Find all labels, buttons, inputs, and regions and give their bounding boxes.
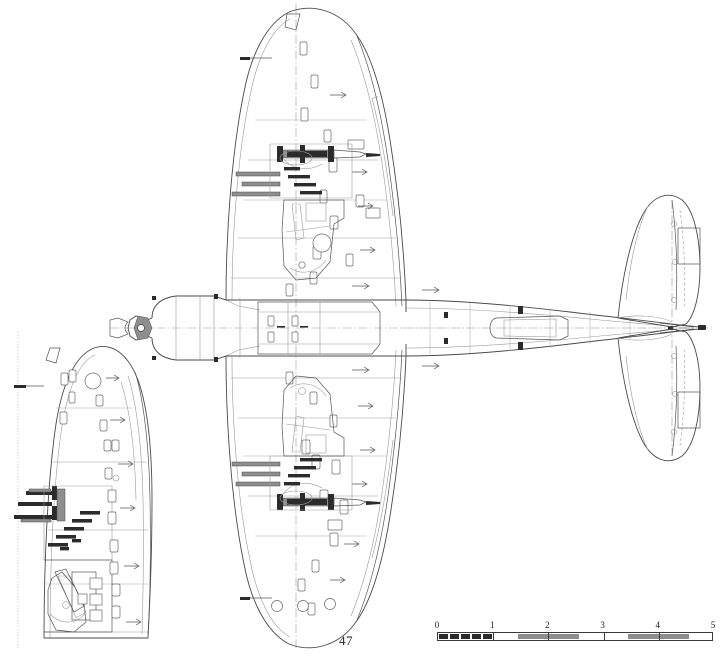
upper-wing-stencils xyxy=(330,91,376,290)
scale-subsegment xyxy=(439,634,448,639)
scale-segment xyxy=(628,634,659,639)
spinner xyxy=(109,315,153,341)
lower-wing-wheel-well xyxy=(281,375,345,457)
scale-tick xyxy=(658,633,660,640)
fuselage-stencils xyxy=(422,286,523,370)
scale-bar-body xyxy=(437,632,713,641)
scale-label-4: 4 xyxy=(655,620,661,630)
detail-wing-outline xyxy=(43,346,153,639)
page-number: 47 xyxy=(339,633,353,648)
scale-segment xyxy=(518,634,549,639)
detail-wing-panels xyxy=(14,369,134,482)
upper-wing-gun-installation xyxy=(231,143,380,199)
scale-segment xyxy=(658,634,690,639)
detail-wheel-well xyxy=(44,489,142,633)
scale-label-1: 1 xyxy=(489,620,495,630)
lower-wing-stencils xyxy=(330,366,376,584)
upper-wing-panels xyxy=(285,41,381,297)
scale-subsegment xyxy=(450,634,459,639)
scale-tick xyxy=(548,633,550,640)
lower-wing xyxy=(225,344,407,649)
scale-segment xyxy=(548,634,579,639)
lower-wing-gun-installation xyxy=(231,455,380,511)
scale-tick xyxy=(493,633,495,640)
wing-datum-markers xyxy=(240,57,272,600)
scale-subsegment xyxy=(472,634,481,639)
scale-label-3: 3 xyxy=(600,620,605,630)
scale-bar: 0 1 2 3 4 5 xyxy=(434,620,716,646)
scale-subsegment xyxy=(461,634,470,639)
main-plan-view xyxy=(109,4,712,649)
scale-label-5: 5 xyxy=(710,620,716,630)
upper-wing xyxy=(225,7,407,312)
scale-label-2: 2 xyxy=(545,620,550,630)
tailplane xyxy=(617,194,701,462)
scale-subsegment xyxy=(483,634,492,639)
scale-tick xyxy=(603,633,605,640)
wing-detail-view xyxy=(14,332,153,650)
detail-gun-installation xyxy=(14,485,113,560)
scale-labels: 0 1 2 3 4 5 xyxy=(434,620,716,631)
upper-wing-wheel-well xyxy=(281,199,345,281)
scale-label-0: 0 xyxy=(434,620,440,630)
